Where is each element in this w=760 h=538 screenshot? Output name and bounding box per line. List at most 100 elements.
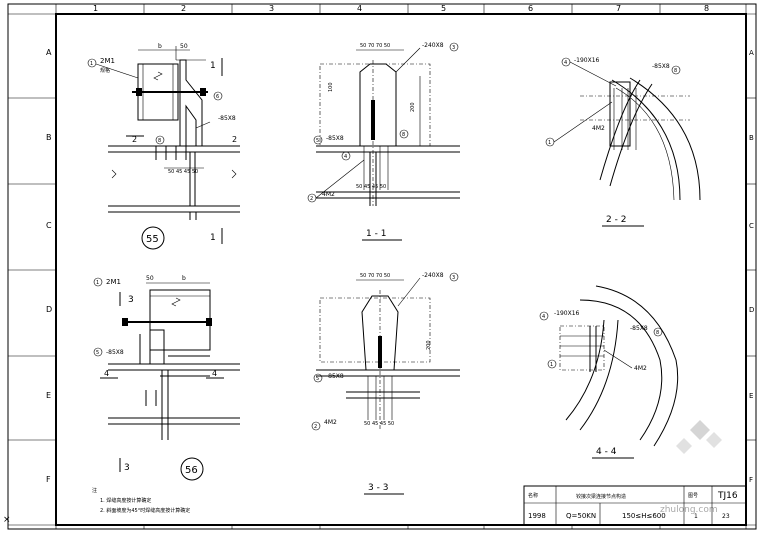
row-label-right: E bbox=[749, 392, 753, 400]
section-1-1: 50 70 70 50 -240X8 3 -85X8 5 8 4 4M2 2 5… bbox=[307, 42, 460, 241]
page-number: 1 bbox=[694, 513, 698, 520]
svg-text:8: 8 bbox=[674, 68, 677, 74]
svg-text:1: 1 bbox=[96, 280, 99, 286]
plate-callout: -85X8 bbox=[326, 135, 344, 142]
row-label-right: A bbox=[749, 49, 754, 57]
section-title: 1 - 1 bbox=[366, 229, 386, 239]
col-label: 5 bbox=[441, 4, 446, 13]
dim-label: b bbox=[158, 43, 162, 50]
column-labels-top: 1 2 3 4 5 6 7 8 bbox=[93, 4, 709, 13]
drawing-code: TJ16 bbox=[717, 491, 738, 501]
dim-label: 50 bbox=[180, 43, 188, 50]
svg-text:100: 100 bbox=[328, 82, 334, 92]
row-label-right: C bbox=[749, 222, 754, 230]
detail-bubble-55 bbox=[141, 226, 165, 250]
section-mark: 2 bbox=[132, 135, 137, 144]
title-range: 150≤H≤600 bbox=[622, 512, 666, 520]
plate-callout: -85X8 bbox=[326, 373, 344, 380]
section-4-4: -190X16 4 -85X8 8 4M2 1 4 - 4 bbox=[539, 285, 679, 459]
bolt-callout: 4M2 bbox=[324, 419, 337, 426]
svg-text:1: 1 bbox=[90, 61, 93, 67]
section-mark: 4 bbox=[104, 369, 109, 378]
col-label: 6 bbox=[528, 4, 533, 13]
svg-text:200: 200 bbox=[426, 340, 432, 350]
svg-text:4: 4 bbox=[564, 60, 567, 66]
row-label: F bbox=[46, 475, 51, 484]
section-3-3: 50 70 70 50 -240X8 3 -85X8 5 4M2 2 50 45… bbox=[311, 272, 460, 495]
row-label: C bbox=[46, 221, 52, 230]
col-label: 7 bbox=[616, 4, 621, 13]
title-year: 1998 bbox=[528, 512, 546, 520]
dim-label: 50 45 45 50 bbox=[168, 169, 198, 175]
col-label: 8 bbox=[704, 4, 709, 13]
plate-callout: 2M1 bbox=[100, 57, 115, 65]
svg-text:4: 4 bbox=[344, 154, 347, 160]
svg-text:2: 2 bbox=[310, 196, 313, 202]
svg-text:200: 200 bbox=[410, 102, 416, 112]
section-mark: 1 bbox=[210, 61, 216, 71]
svg-text:5: 5 bbox=[96, 350, 99, 356]
plate-callout: 2M1 bbox=[106, 278, 121, 286]
dim-label: 50 45 45 50 bbox=[364, 421, 394, 427]
plate-callout: -85X8 bbox=[106, 349, 124, 356]
col-label: 3 bbox=[269, 4, 274, 13]
row-label: E bbox=[46, 391, 51, 400]
svg-text:3: 3 bbox=[452, 45, 455, 51]
svg-text:6: 6 bbox=[216, 94, 219, 100]
row-label: A bbox=[46, 48, 52, 57]
dim-label: 50 70 70 50 bbox=[360, 273, 390, 279]
plate-callout: -240X8 bbox=[422, 42, 444, 49]
section-mark: 2 bbox=[232, 135, 237, 144]
bolt-callout: 4M2 bbox=[634, 365, 647, 372]
inner-border bbox=[55, 13, 747, 526]
svg-text:2: 2 bbox=[314, 424, 317, 430]
title-block: 名称 铰接次梁连接节点构造 1998 Q=50KN 150≤H≤600 图号 T… bbox=[523, 485, 747, 526]
section-title: 4 - 4 bbox=[596, 447, 617, 457]
plate-callout: -85X8 bbox=[218, 115, 236, 122]
section-mark: 3 bbox=[128, 295, 134, 305]
notes: 注 1. 焊缝高度按计算确定 2. 斜面坡度为45°时焊缝高度按计算确定 bbox=[92, 487, 190, 514]
col-label: 4 bbox=[357, 4, 362, 13]
plate-callout: -190X16 bbox=[574, 57, 600, 64]
svg-text:5: 5 bbox=[316, 138, 319, 144]
dim-label: b bbox=[182, 275, 186, 282]
row-label-right: F bbox=[749, 476, 753, 484]
detail-56: 2M1 1 50 b 3 -85X8 5 4 4 3 56 bbox=[93, 275, 240, 481]
bolt-callout: 4M2 bbox=[322, 191, 335, 198]
section-title: 2 - 2 bbox=[606, 215, 626, 225]
svg-text:8: 8 bbox=[656, 330, 659, 336]
plate-sub: 规格 bbox=[100, 67, 110, 74]
row-label-right: B bbox=[749, 134, 754, 142]
watermark-text: zhulong.com bbox=[660, 505, 718, 515]
section-mark: 4 bbox=[212, 369, 217, 378]
row-label-right: D bbox=[749, 306, 754, 314]
watermark: zhulong.com bbox=[660, 420, 722, 515]
title-label: 名称 bbox=[528, 492, 538, 499]
section-title: 3 - 3 bbox=[368, 483, 388, 493]
svg-text:1: 1 bbox=[548, 140, 551, 146]
title-load: Q=50KN bbox=[566, 512, 596, 520]
bolt-callout: 4M2 bbox=[592, 125, 605, 132]
plate-callout: -240X8 bbox=[422, 272, 444, 279]
svg-text:3: 3 bbox=[452, 275, 455, 281]
row-label: B bbox=[46, 133, 52, 142]
detail-bubble-56 bbox=[180, 457, 204, 481]
section-mark: 1 bbox=[210, 233, 216, 243]
col-label: 1 bbox=[93, 4, 98, 13]
row-labels-left: A B C D E F bbox=[46, 48, 52, 484]
detail-number: 56 bbox=[185, 465, 198, 476]
dim-label: 50 45 45 50 bbox=[356, 184, 386, 190]
section-mark: 3 bbox=[124, 463, 130, 473]
title-description: 铰接次梁连接节点构造 bbox=[576, 493, 626, 500]
svg-text:1: 1 bbox=[550, 362, 553, 368]
plate-callout: -190X16 bbox=[554, 310, 580, 317]
corner-mark: × bbox=[3, 515, 11, 525]
svg-text:8: 8 bbox=[158, 138, 161, 144]
svg-text:5: 5 bbox=[316, 376, 319, 382]
col-label: 2 bbox=[181, 4, 186, 13]
sheet-label: 图号 bbox=[688, 493, 698, 499]
outer-border bbox=[7, 3, 757, 530]
row-label: D bbox=[46, 305, 52, 314]
